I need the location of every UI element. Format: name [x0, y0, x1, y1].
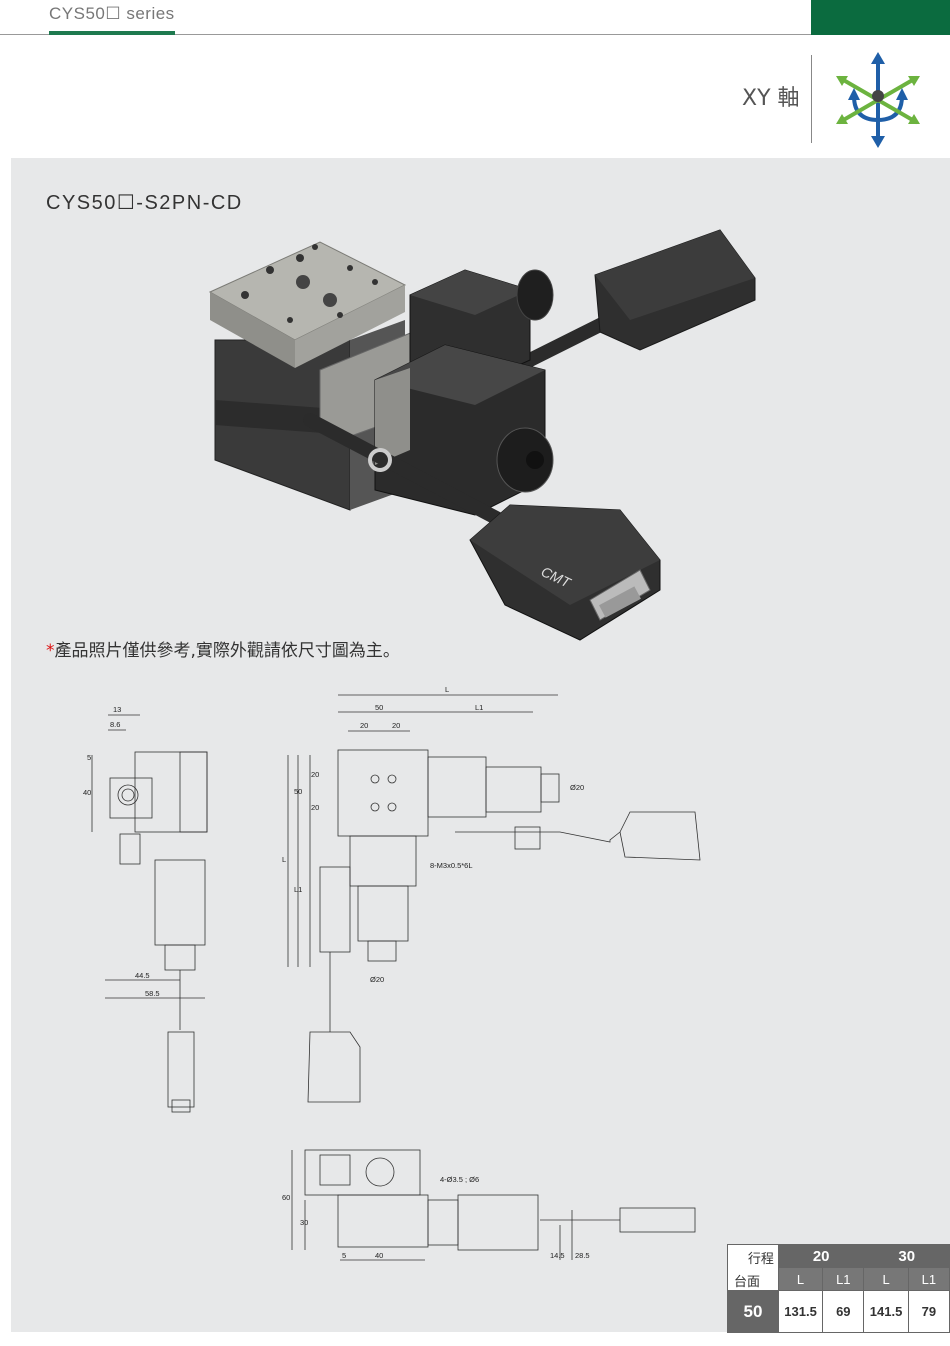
- spec-row-size: 50: [727, 1290, 779, 1333]
- spec-cell: 79: [907, 1290, 950, 1333]
- spec-table: 行程 台面 20 30 L L1 L L1 50 131.5 69 141.5 …: [727, 1244, 950, 1333]
- top-dim-L: L: [445, 685, 449, 694]
- spec-col-L-20: L: [777, 1267, 824, 1291]
- top-dim-phi20-b: Ø20: [370, 975, 384, 984]
- spec-col-L1-20: L1: [822, 1267, 865, 1291]
- top-dim-20-a: 20: [360, 721, 368, 730]
- front-dim-60: 60: [282, 1193, 290, 1202]
- front-dim-5: 5: [342, 1251, 346, 1260]
- spec-col-L-30: L: [863, 1267, 909, 1291]
- top-dim-v50: 50: [294, 787, 302, 796]
- spec-stroke-30: 30: [863, 1244, 950, 1268]
- header-rule: [0, 34, 811, 35]
- table-row: 50 131.5 69 141.5 79: [727, 1290, 950, 1333]
- photo-note: *產品照片僅供參考,實際外觀請依尺寸圖為主。: [46, 636, 400, 661]
- note-text: 產品照片僅供參考,實際外觀請依尺寸圖為主。: [54, 641, 400, 661]
- spec-cell: 69: [822, 1290, 865, 1333]
- side-dim-13: 13: [113, 705, 121, 714]
- top-dim-50: 50: [375, 703, 383, 712]
- series-title: CYS50☐ series: [49, 4, 175, 23]
- side-dim-40: 40: [83, 788, 91, 797]
- xyz-axis-icon: [836, 52, 920, 148]
- side-dim-58-5: 58.5: [145, 989, 160, 998]
- front-dim-40: 40: [375, 1251, 383, 1260]
- header-green-block: [811, 0, 950, 35]
- side-dim-8-6: 8.6: [110, 720, 120, 729]
- side-dim-5: 5: [87, 753, 91, 762]
- top-dim-vL1: L1: [294, 885, 302, 894]
- top-dim-20-b: 20: [392, 721, 400, 730]
- model-number: CYS50☐-S2PN-CD: [46, 192, 243, 214]
- front-dim-holes: 4-Ø3.5 ; Ø6: [440, 1175, 479, 1184]
- top-dim-thread: 8-M3x0.5*6L: [430, 861, 473, 870]
- spec-stroke-20: 20: [777, 1244, 865, 1268]
- top-dim-L1: L1: [475, 703, 483, 712]
- spec-cell: 141.5: [863, 1290, 909, 1333]
- spec-corner-table: 台面: [734, 1274, 761, 1289]
- top-dim-v20-b: 20: [311, 803, 319, 812]
- front-dim-30: 30: [300, 1218, 308, 1227]
- top-dim-v20-a: 20: [311, 770, 319, 779]
- spec-col-L1-30: L1: [907, 1267, 950, 1291]
- header-accent: [49, 31, 175, 35]
- front-dim-14-5: 14.5: [550, 1251, 565, 1260]
- front-dim-28-5: 28.5: [575, 1251, 590, 1260]
- top-dim-vL: L: [282, 855, 286, 864]
- axis-label: XY 軸: [742, 86, 800, 111]
- top-dim-phi20-a: Ø20: [570, 783, 584, 792]
- axis-separator: [811, 55, 812, 143]
- spec-corner-stroke: 行程: [747, 1251, 774, 1266]
- spec-cell: 131.5: [777, 1290, 824, 1333]
- note-asterisk: *: [46, 641, 55, 661]
- side-dim-44-5: 44.5: [135, 971, 150, 980]
- side-view-drawing: 13 8.6 5 40 44.5 58.5: [83, 705, 208, 1113]
- product-photo: CMT: [208, 229, 756, 641]
- spec-corner: 行程 台面: [727, 1244, 779, 1291]
